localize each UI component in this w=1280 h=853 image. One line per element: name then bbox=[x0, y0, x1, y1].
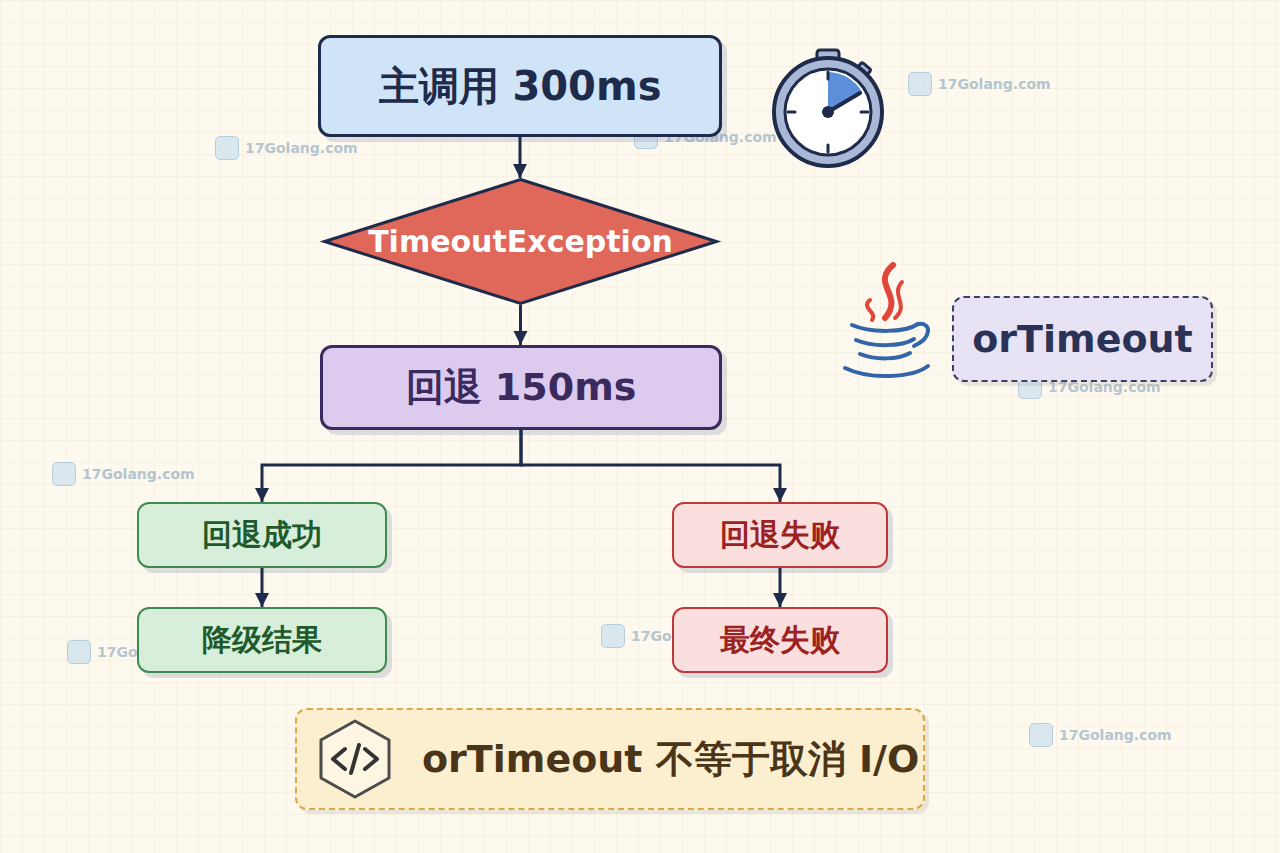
node-text: 回退失败 bbox=[720, 515, 840, 556]
node-text: orTimeout bbox=[972, 317, 1193, 361]
watermark-icon bbox=[908, 72, 932, 96]
decision-diamond: TimeoutException bbox=[323, 178, 718, 305]
watermark-icon bbox=[52, 462, 76, 486]
fallback-box: 回退 150ms bbox=[320, 345, 722, 430]
result-box: 降级结果 bbox=[137, 607, 387, 673]
node-text: 最终失败 bbox=[720, 620, 840, 661]
node-text: 降级结果 bbox=[202, 620, 322, 661]
failure-box: 回退失败 bbox=[672, 502, 888, 568]
node-text: orTimeout 不等于取消 I/O bbox=[422, 734, 919, 785]
flow-arrow bbox=[262, 430, 521, 502]
watermark: 17Golang.com bbox=[1029, 723, 1172, 747]
watermark-icon bbox=[67, 640, 91, 664]
watermark: 17Golang.com bbox=[215, 136, 358, 160]
watermark-text: 17Golang.com bbox=[82, 466, 195, 482]
node-text: 回退成功 bbox=[202, 515, 322, 556]
flow-arrow bbox=[779, 568, 782, 607]
failure-box: 最终失败 bbox=[672, 607, 888, 673]
stopwatch-icon bbox=[774, 50, 882, 166]
node-text: TimeoutException bbox=[368, 224, 673, 259]
success-box: 回退成功 bbox=[137, 502, 387, 568]
flow-arrow bbox=[261, 568, 264, 607]
api-tag: orTimeout bbox=[952, 296, 1213, 382]
process-box: 主调用 300ms bbox=[318, 35, 722, 137]
node-text: 主调用 300ms bbox=[379, 59, 662, 114]
java-logo bbox=[845, 265, 928, 376]
watermark-text: 17Golang.com bbox=[938, 76, 1051, 92]
node-text: 回退 150ms bbox=[406, 362, 637, 413]
watermark-text: 17Golang.com bbox=[1059, 727, 1172, 743]
watermark-icon bbox=[1029, 723, 1053, 747]
diamond-shape bbox=[325, 180, 717, 304]
watermark-icon bbox=[601, 624, 625, 648]
code-icon bbox=[313, 717, 397, 801]
watermark-icon bbox=[215, 136, 239, 160]
flow-arrow bbox=[521, 430, 780, 502]
watermark: 17Golang.com bbox=[908, 72, 1051, 96]
watermark: 17Golang.com bbox=[52, 462, 195, 486]
watermark-text: 17Golang.com bbox=[245, 140, 358, 156]
flow-arrow bbox=[519, 305, 522, 345]
note-box: orTimeout 不等于取消 I/O bbox=[295, 708, 925, 810]
flow-arrow bbox=[519, 137, 522, 178]
